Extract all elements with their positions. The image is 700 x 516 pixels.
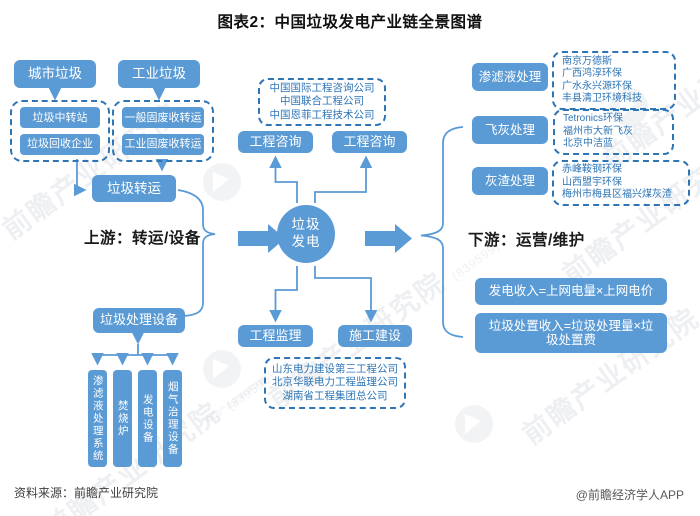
watermark-logo-icon xyxy=(203,350,241,388)
node-treatment-equipment: 垃圾处理设备 xyxy=(93,308,185,333)
node-industrial-solid-waste: 工业固废收转运 xyxy=(121,133,205,155)
group-consulting-companies: 中国国际工程咨询公司 中国联合工程公司 中国恩菲工程技术公司 xyxy=(258,78,386,126)
node-city-waste: 城市垃圾 xyxy=(14,60,96,88)
source-note: 资料来源：前瞻产业研究院 xyxy=(14,486,159,500)
node-transfer-station: 垃圾中转站 xyxy=(19,107,101,129)
node-ash-slag-treatment: 灰渣处理 xyxy=(472,167,548,195)
group-leachate-companies: 南京万德斯 广西鸿淳环保 广水永兴源环保 丰县清卫环境科技 xyxy=(552,51,676,110)
node-power-revenue-formula: 发电收入=上网电量×上网电价 xyxy=(475,278,667,305)
node-engineering-consulting-right: 工程咨询 xyxy=(332,131,407,153)
group-construction-companies: 山东电力建设第三工程公司 北京华联电力工程监理公司 湖南省工程集团总公司 xyxy=(264,357,406,409)
group-city-collection: 垃圾中转站 垃圾回收企业 xyxy=(10,100,110,162)
node-leachate-treatment: 渗滤液处理 xyxy=(472,63,548,91)
node-flue-gas-equipment: 烟气治理设备 xyxy=(163,370,182,467)
node-general-solid-waste: 一般固废收转运 xyxy=(121,107,205,129)
upstream-label: 上游：转运/设备 xyxy=(84,230,201,247)
node-engineering-supervision: 工程监理 xyxy=(238,325,313,347)
node-construction: 施工建设 xyxy=(338,325,412,347)
group-ash-companies: 赤峰鞍钢环保 山西盟宇环保 梅州市梅县区福兴煤灰渣 xyxy=(552,160,690,206)
group-flyash-companies: Tetronics环保 福州市大新飞灰 北京中洁蓝 xyxy=(553,109,674,155)
watermark-logo-icon xyxy=(610,88,648,126)
page-title: 图表2：中国垃圾发电产业链全景图谱 xyxy=(217,14,483,31)
group-industrial-collection: 一般固废收转运 工业固废收转运 xyxy=(112,100,214,162)
watermark-logo-icon xyxy=(203,163,241,201)
node-leachate-system: 渗滤液处理系统 xyxy=(88,370,107,467)
node-flyash-treatment: 飞灰处理 xyxy=(472,116,548,144)
downstream-label: 下游：运营/维护 xyxy=(468,232,585,249)
credit-note: @前瞻经济学人APP xyxy=(575,488,684,502)
node-power-equipment: 发电设备 xyxy=(138,370,157,467)
node-engineering-consulting-left: 工程咨询 xyxy=(238,131,313,153)
watermark-logo-icon xyxy=(455,405,493,443)
node-recycling-company: 垃圾回收企业 xyxy=(19,133,101,155)
arrow-out-of-core xyxy=(365,224,412,253)
node-waste-transfer: 垃圾转运 xyxy=(92,175,176,202)
node-incinerator: 焚烧炉 xyxy=(113,370,132,467)
node-core-waste-power: 垃圾发电 xyxy=(277,205,335,263)
node-industrial-waste: 工业垃圾 xyxy=(118,60,200,88)
node-disposal-revenue-formula: 垃圾处置收入=垃圾处理量×垃圾处置费 xyxy=(475,313,667,353)
